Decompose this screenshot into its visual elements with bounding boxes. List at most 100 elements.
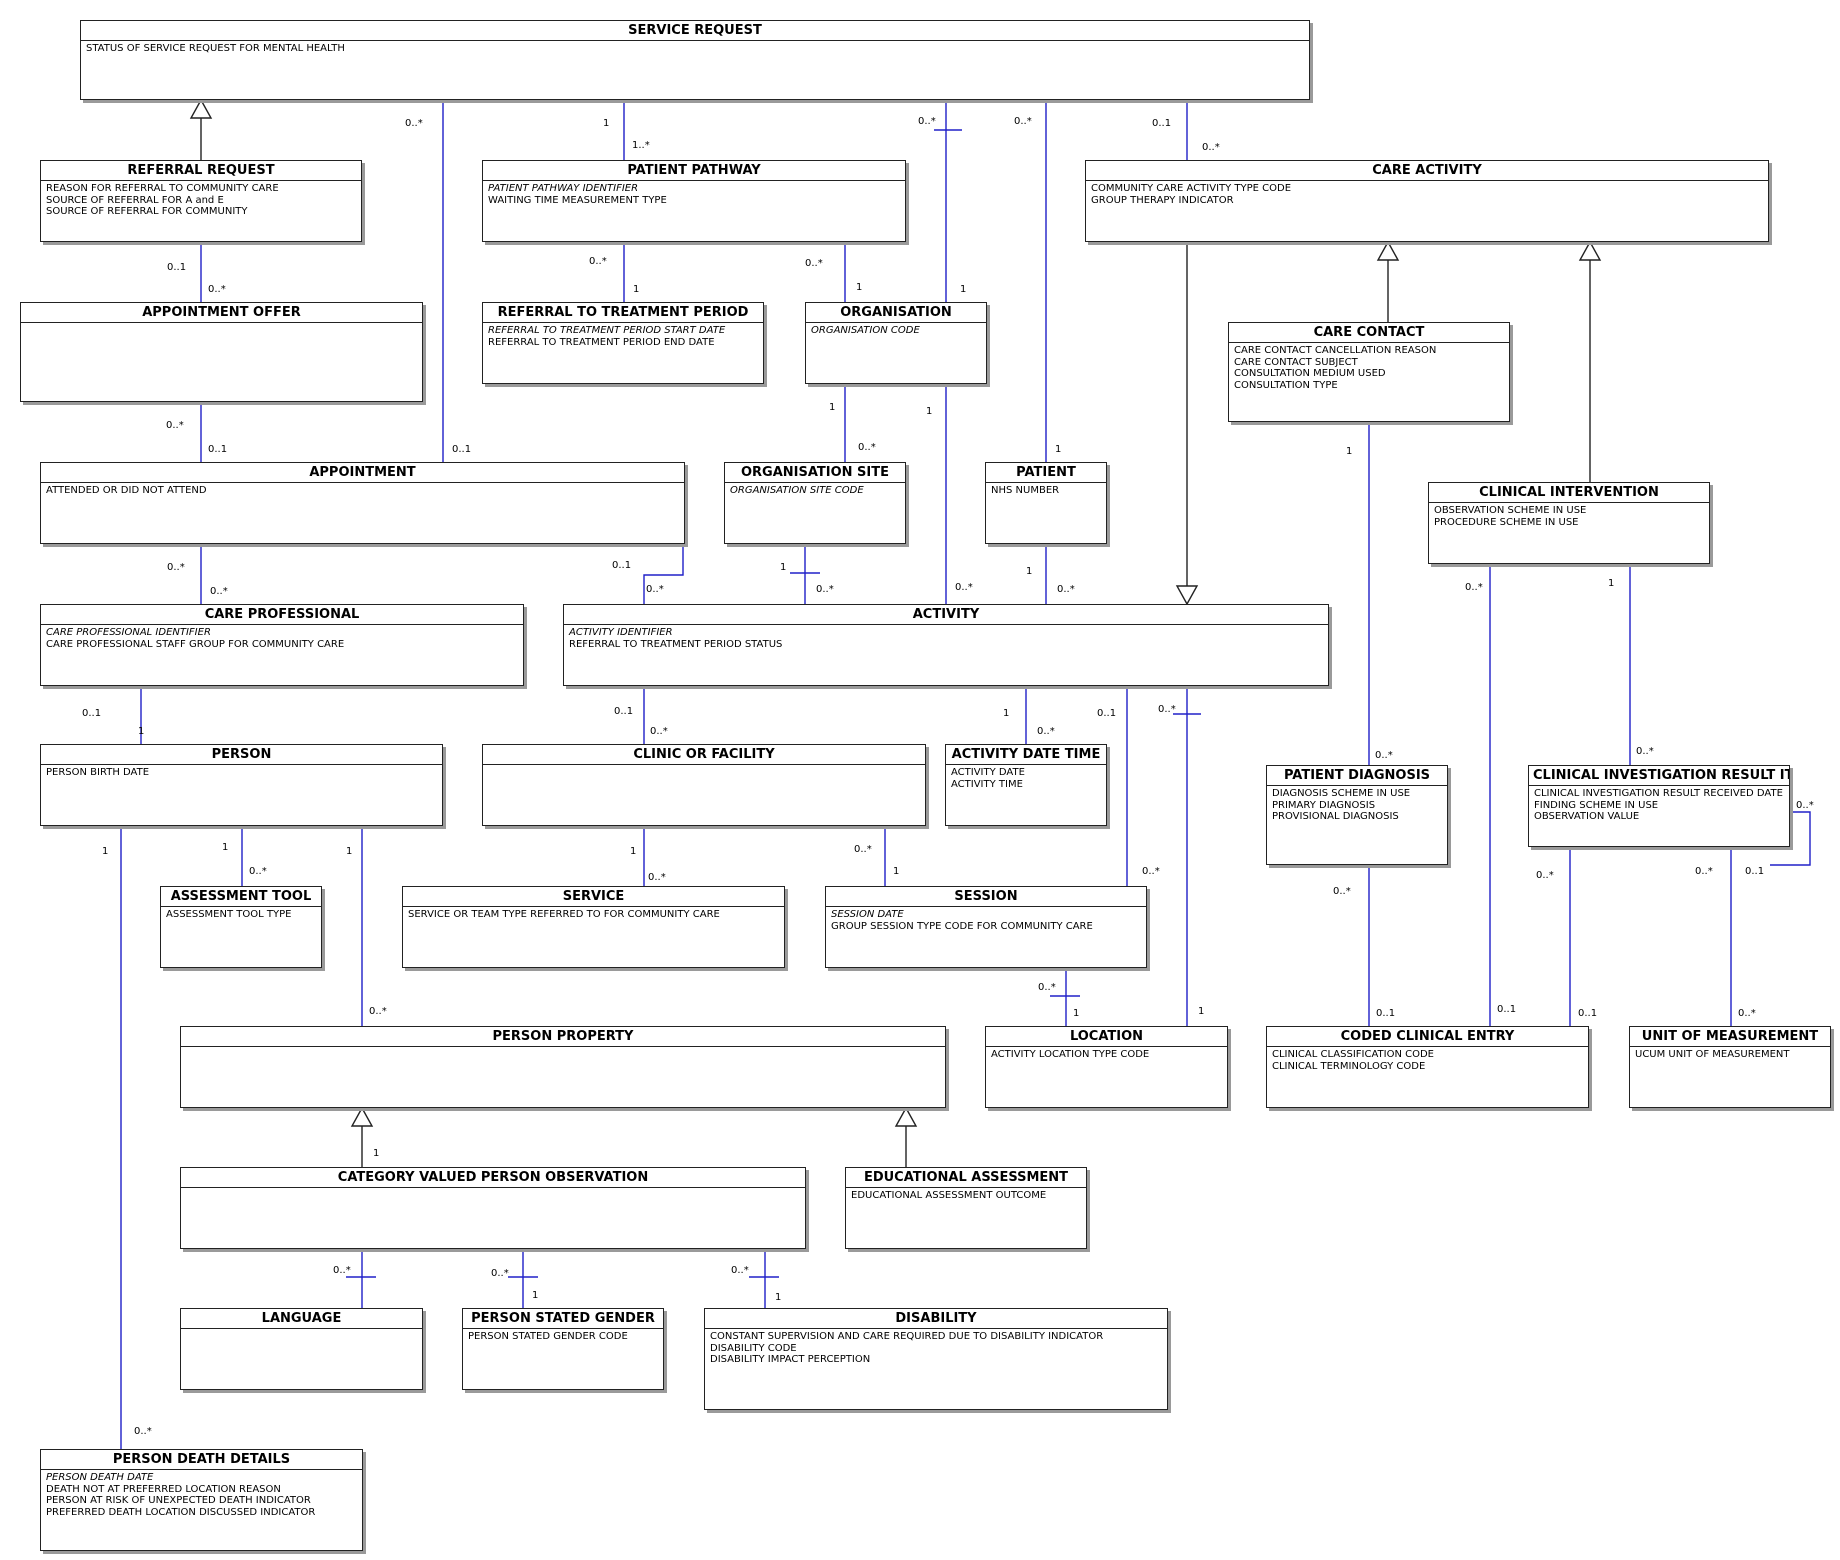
- multiplicity-to: 1: [1055, 444, 1062, 455]
- attribute-list: STATUS OF SERVICE REQUEST FOR MENTAL HEA…: [81, 41, 1309, 57]
- entity-educational-assessment[interactable]: EDUCATIONAL ASSESSMENT EDUCATIONAL ASSESS…: [845, 1167, 1087, 1249]
- key-attribute: ORGANISATION SITE CODE: [730, 485, 864, 496]
- entity-clinic-or-facility[interactable]: CLINIC OR FACILITY: [482, 744, 926, 826]
- attribute: PERSON BIRTH DATE: [46, 767, 150, 778]
- multiplicity-to: 0..*: [648, 872, 666, 883]
- multiplicity-from: 0..1: [82, 708, 102, 719]
- multiplicity-to: 0..*: [1037, 726, 1055, 737]
- entity-title: PERSON STATED GENDER: [463, 1309, 663, 1329]
- multiplicity-to: 0..*: [1636, 746, 1654, 757]
- multiplicity-to: 0..*: [1202, 142, 1220, 153]
- entity-organisation-site[interactable]: ORGANISATION SITE ORGANISATION SITE CODE: [724, 462, 906, 544]
- attribute: REFERRAL TO TREATMENT PERIOD END DATE: [488, 336, 715, 348]
- multiplicity-to: 0..*: [1375, 750, 1393, 761]
- attribute: PRIMARY DIAGNOSIS: [1272, 799, 1376, 811]
- multiplicity-to: 1: [960, 284, 967, 295]
- attribute: SOURCE OF REFERRAL FOR COMMUNITY: [46, 206, 248, 217]
- multiplicity-from: 1: [780, 562, 787, 573]
- multiplicity-from: 0..*: [918, 116, 936, 127]
- entity-title: CLINICAL INVESTIGATION RESULT ITEM: [1529, 766, 1789, 786]
- multiplicity-to: 1: [856, 282, 863, 293]
- multiplicity-to: 0..*: [858, 442, 876, 453]
- entity-language[interactable]: LANGUAGE: [180, 1308, 423, 1390]
- entity-title: REFERRAL REQUEST: [41, 161, 361, 181]
- attribute-list: UCUM UNIT OF MEASUREMENT: [1630, 1047, 1830, 1063]
- generalization-arrowhead: [894, 1106, 918, 1127]
- multiplicity-from: 0..*: [1333, 886, 1351, 897]
- multiplicity-from: 0..*: [1014, 116, 1032, 127]
- attribute: SOURCE OF REFERRAL FOR A and E: [46, 194, 224, 206]
- entity-appointment-offer[interactable]: APPOINTMENT OFFER: [20, 302, 423, 402]
- attribute: EDUCATIONAL ASSESSMENT OUTCOME: [851, 1190, 1047, 1201]
- entity-category-valued-person-observation[interactable]: CATEGORY VALUED PERSON OBSERVATION: [180, 1167, 806, 1249]
- key-attribute: PATIENT PATHWAY IDENTIFIER: [488, 183, 639, 194]
- entity-title: ASSESSMENT TOOL: [161, 887, 321, 907]
- attribute-list: PERSON STATED GENDER CODE: [463, 1329, 663, 1345]
- entity-person-property[interactable]: PERSON PROPERTY: [180, 1026, 946, 1108]
- attribute: DEATH NOT AT PREFERRED LOCATION REASON: [46, 1483, 281, 1495]
- entity-title: ACTIVITY DATE TIME: [946, 745, 1106, 765]
- attribute: CLINICAL CLASSIFICATION CODE: [1272, 1049, 1434, 1060]
- multiplicity-from: 0..*: [1536, 870, 1554, 881]
- attribute: ACTIVITY DATE: [951, 767, 1025, 778]
- attribute: UCUM UNIT OF MEASUREMENT: [1635, 1049, 1790, 1060]
- attribute-list: ORGANISATION SITE CODE: [725, 483, 905, 499]
- entity-title: ACTIVITY: [564, 605, 1328, 625]
- multiplicity-from: 1: [222, 842, 229, 853]
- attribute: CARE CONTACT SUBJECT: [1234, 356, 1358, 368]
- attribute: STATUS OF SERVICE REQUEST FOR MENTAL HEA…: [86, 43, 345, 54]
- entity-title: CATEGORY VALUED PERSON OBSERVATION: [181, 1168, 805, 1188]
- entity-title: ORGANISATION SITE: [725, 463, 905, 483]
- entity-title: APPOINTMENT: [41, 463, 684, 483]
- multiplicity-from: 1: [1346, 446, 1353, 457]
- multiplicity-to: 0..1: [452, 444, 472, 455]
- entity-title: CARE PROFESSIONAL: [41, 605, 523, 625]
- multiplicity-from: 0..*: [491, 1268, 509, 1279]
- attribute: WAITING TIME MEASUREMENT TYPE: [488, 194, 667, 206]
- attribute: OBSERVATION VALUE: [1534, 811, 1640, 822]
- attribute-list: CONSTANT SUPERVISION AND CARE REQUIRED D…: [705, 1329, 1167, 1368]
- multiplicity-from: 0..*: [405, 118, 423, 129]
- attribute: FINDING SCHEME IN USE: [1534, 799, 1659, 811]
- entity-title: EDUCATIONAL ASSESSMENT: [846, 1168, 1086, 1188]
- multiplicity-from: 1: [630, 846, 637, 857]
- multiplicity-to: 0..*: [249, 866, 267, 877]
- attribute: PROCEDURE SCHEME IN USE: [1434, 516, 1579, 528]
- attribute: CARE CONTACT CANCELLATION REASON: [1234, 345, 1437, 356]
- key-attribute: REFERRAL TO TREATMENT PERIOD START DATE: [488, 325, 726, 336]
- multiplicity-to: 1: [633, 284, 640, 295]
- entity-title: APPOINTMENT OFFER: [21, 303, 422, 323]
- multiplicity-to: 1: [1198, 1006, 1205, 1017]
- generalization-arrowhead: [189, 98, 213, 119]
- multiplicity-to: 0..*: [369, 1006, 387, 1017]
